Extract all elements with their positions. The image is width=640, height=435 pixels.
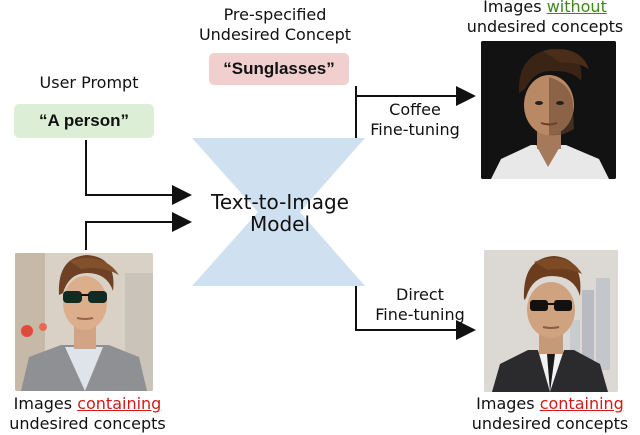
input-caption-line2: undesired concepts xyxy=(9,414,166,433)
output-bottom-highlight: containing xyxy=(539,394,624,413)
user-prompt-box: “A person” xyxy=(14,104,154,138)
user-prompt-title: User Prompt xyxy=(39,73,139,92)
concept-title-line2: Undesired Concept xyxy=(198,25,352,44)
input-caption-highlight: containing xyxy=(77,394,162,413)
output-top-highlight: without xyxy=(546,0,607,16)
prompt-to-model-arrow xyxy=(85,140,192,205)
images-to-model-arrow xyxy=(85,212,192,250)
direct-finetuning-arrow xyxy=(355,286,476,340)
concept-title-line1: Pre-specified xyxy=(223,5,327,24)
input-image-with-sunglasses xyxy=(15,253,153,391)
input-caption-prefix: Images xyxy=(13,394,78,413)
model-label-line1: Text-to-Image xyxy=(211,190,349,214)
output-bottom-prefix: Images xyxy=(476,394,540,413)
model-label-line2: Model xyxy=(249,212,311,236)
output-top-caption-line1: Images without xyxy=(455,0,635,17)
input-caption-line1: Images containing xyxy=(0,394,175,414)
coffee-label-line2: Fine-tuning xyxy=(370,120,460,139)
concept-box: “Sunglasses” xyxy=(209,53,349,85)
output-top-caption-line2: undesired concepts xyxy=(466,17,624,36)
coffee-label-line1: Coffee xyxy=(389,100,441,119)
user-prompt-text: “A person” xyxy=(38,111,130,130)
output-bottom-caption-line2: undesired concepts xyxy=(471,414,629,433)
output-top-prefix: Images xyxy=(483,0,547,16)
text-to-image-model-shape xyxy=(192,138,365,286)
concept-text: “Sunglasses” xyxy=(223,59,335,78)
output-image-without-sunglasses xyxy=(481,41,616,179)
output-bottom-caption-line1: Images containing xyxy=(460,394,640,414)
direct-label-line1: Direct xyxy=(396,285,444,304)
direct-label-line2: Fine-tuning xyxy=(375,305,465,324)
output-image-with-sunglasses xyxy=(484,250,618,392)
